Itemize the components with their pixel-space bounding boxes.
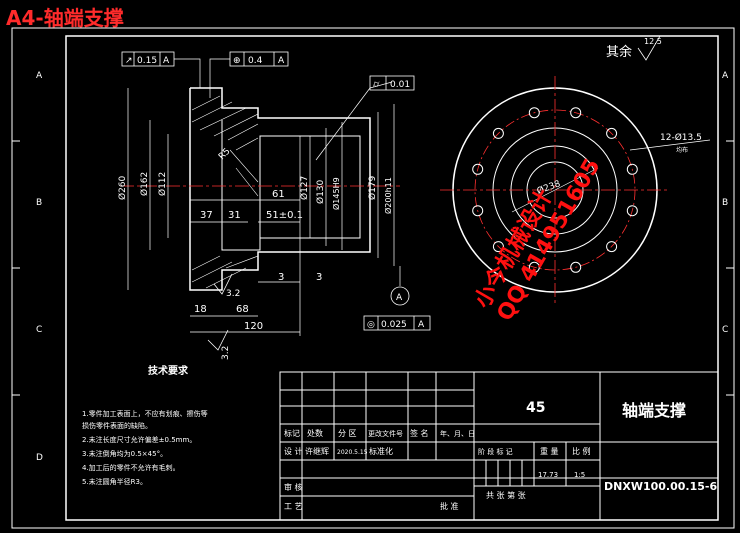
- flatness-datum: A: [418, 320, 425, 330]
- sheet-title: A4-轴端支撑: [6, 6, 124, 30]
- cylindricity-icon: ⌭: [373, 80, 380, 90]
- zone-label-d: D: [36, 453, 43, 463]
- tech-req-item: 2.未注长度尺寸允许偏差±0.5mm。: [82, 435, 196, 444]
- tb-header-mark: 标记: [284, 428, 300, 438]
- surface-finish-value: 12.5: [644, 37, 662, 46]
- section-view: Ø260 Ø162 Ø112 Ø127 Ø130 Ø145H9 Ø179 Ø20…: [117, 81, 400, 360]
- tolerance-frame-bottom: [363, 315, 431, 331]
- tb-design-date: 2020.5.15: [337, 449, 368, 456]
- tb-process: 工 艺: [284, 502, 303, 511]
- flatness-value: 0.025: [381, 320, 407, 330]
- zone-label-c-right: C: [722, 325, 728, 335]
- dim-37: 37: [200, 210, 213, 221]
- bolt-hole: [570, 107, 582, 119]
- tb-standard: 标准化: [369, 446, 393, 456]
- bolt-hole: [472, 205, 484, 217]
- tb-design-label: 设 计: [284, 446, 303, 456]
- dim-120: 120: [244, 321, 263, 332]
- tb-weight: 17.73: [538, 471, 558, 479]
- bolt-hole: [472, 163, 484, 175]
- dim-d179: Ø179: [367, 175, 378, 200]
- dim-d200: Ø200h11: [383, 177, 393, 214]
- bolt-hole: [570, 261, 582, 273]
- zone-label-a-right: A: [722, 71, 729, 81]
- dim-d112: Ø112: [157, 172, 168, 196]
- tech-req-item: 3.未注倒角均为0.5×45°。: [82, 449, 167, 458]
- dim-d145: Ø145H9: [331, 177, 341, 210]
- runout-datum: A: [163, 56, 170, 66]
- tb-header-zone: 分 区: [338, 429, 357, 438]
- cylindricity-value: 0.01: [390, 80, 410, 90]
- bolt-holes: [472, 107, 638, 273]
- tb-part-name: 轴端支撑: [622, 401, 686, 420]
- runout-value: 0.15: [137, 56, 157, 66]
- bolt-hole: [492, 241, 504, 253]
- tech-req-item: 5.未注圆角半径R3。: [82, 477, 147, 486]
- dim-d127: Ø127: [299, 176, 310, 200]
- flatness-icon: ◎: [367, 320, 375, 330]
- position-datum: A: [278, 56, 285, 66]
- bolt-hole: [528, 261, 540, 273]
- position-icon: ⊕: [233, 56, 241, 66]
- tech-req-item: 1.零件加工表面上，不应有划痕、擦伤等: [82, 409, 208, 418]
- tb-header-docno: 更改文件号: [368, 429, 403, 438]
- holes-callout: 12-Ø13.5: [660, 132, 702, 143]
- dim-d162: Ø162: [139, 172, 150, 196]
- tb-weight-label: 重 量: [540, 446, 559, 456]
- datum-symbol: [390, 286, 410, 306]
- roughness-3-2-bottom: 3.2: [221, 346, 231, 360]
- dim-18: 18: [194, 304, 207, 315]
- roughness-icon: [637, 35, 674, 61]
- zone-label-b: B: [36, 198, 42, 208]
- tb-approve: 批 准: [440, 501, 459, 511]
- zone-label-c: C: [36, 325, 42, 335]
- roughness-3-2: 3.2: [226, 289, 240, 299]
- zone-label-a: A: [36, 71, 43, 81]
- tech-req-title: 技术要求: [148, 364, 189, 377]
- dim-3a: 3: [278, 272, 284, 283]
- tb-designer: 许继辉: [305, 446, 329, 456]
- bolt-hole: [528, 107, 540, 119]
- dim-d260: Ø260: [117, 175, 128, 200]
- tb-scale: 1:5: [574, 471, 585, 479]
- position-value: 0.4: [248, 56, 263, 66]
- dim-61: 61: [272, 189, 285, 200]
- title-block: [279, 371, 719, 521]
- tb-stage-label: 阶 段 标 记: [478, 447, 513, 456]
- dim-31: 31: [228, 210, 241, 221]
- runout-icon: ↗: [125, 56, 133, 66]
- bolt-hole: [626, 205, 638, 217]
- bolt-hole: [606, 127, 618, 139]
- tech-req-item: 4.加工后的零件不允许有毛刺。: [82, 463, 180, 472]
- dim-r5: R5: [217, 147, 233, 163]
- dim-68: 68: [236, 304, 249, 315]
- tolerance-frame-cylindricity: [369, 75, 415, 91]
- bolt-hole: [626, 163, 638, 175]
- bolt-hole: [492, 127, 504, 139]
- tb-review: 审 核: [284, 482, 303, 492]
- datum-letter: A: [396, 293, 403, 303]
- holes-evenly: 均布: [676, 146, 688, 154]
- end-view: [440, 76, 670, 304]
- zone-label-b-right: B: [722, 198, 728, 208]
- bolt-hole: [606, 241, 618, 253]
- tb-material: 45: [526, 400, 545, 416]
- dim-51: 51±0.1: [266, 210, 303, 221]
- outer-frame: [11, 27, 735, 529]
- tb-header-sign: 签 名: [410, 428, 429, 438]
- tb-drawing-no: DNXW100.00.15-6: [604, 480, 717, 493]
- tb-scale-label: 比 例: [572, 446, 591, 456]
- tb-header-count: 处数: [307, 428, 323, 438]
- dim-d130: Ø130: [315, 179, 326, 204]
- tb-header-date: 年、月、日: [440, 429, 475, 438]
- section-hatch: [191, 95, 259, 289]
- dim-3b: 3: [316, 272, 322, 283]
- surface-finish-label: 其余: [606, 44, 632, 60]
- tb-sheets: 共 张 第 张: [486, 490, 526, 500]
- tech-req-item: 损伤零件表面的缺陷。: [82, 421, 152, 430]
